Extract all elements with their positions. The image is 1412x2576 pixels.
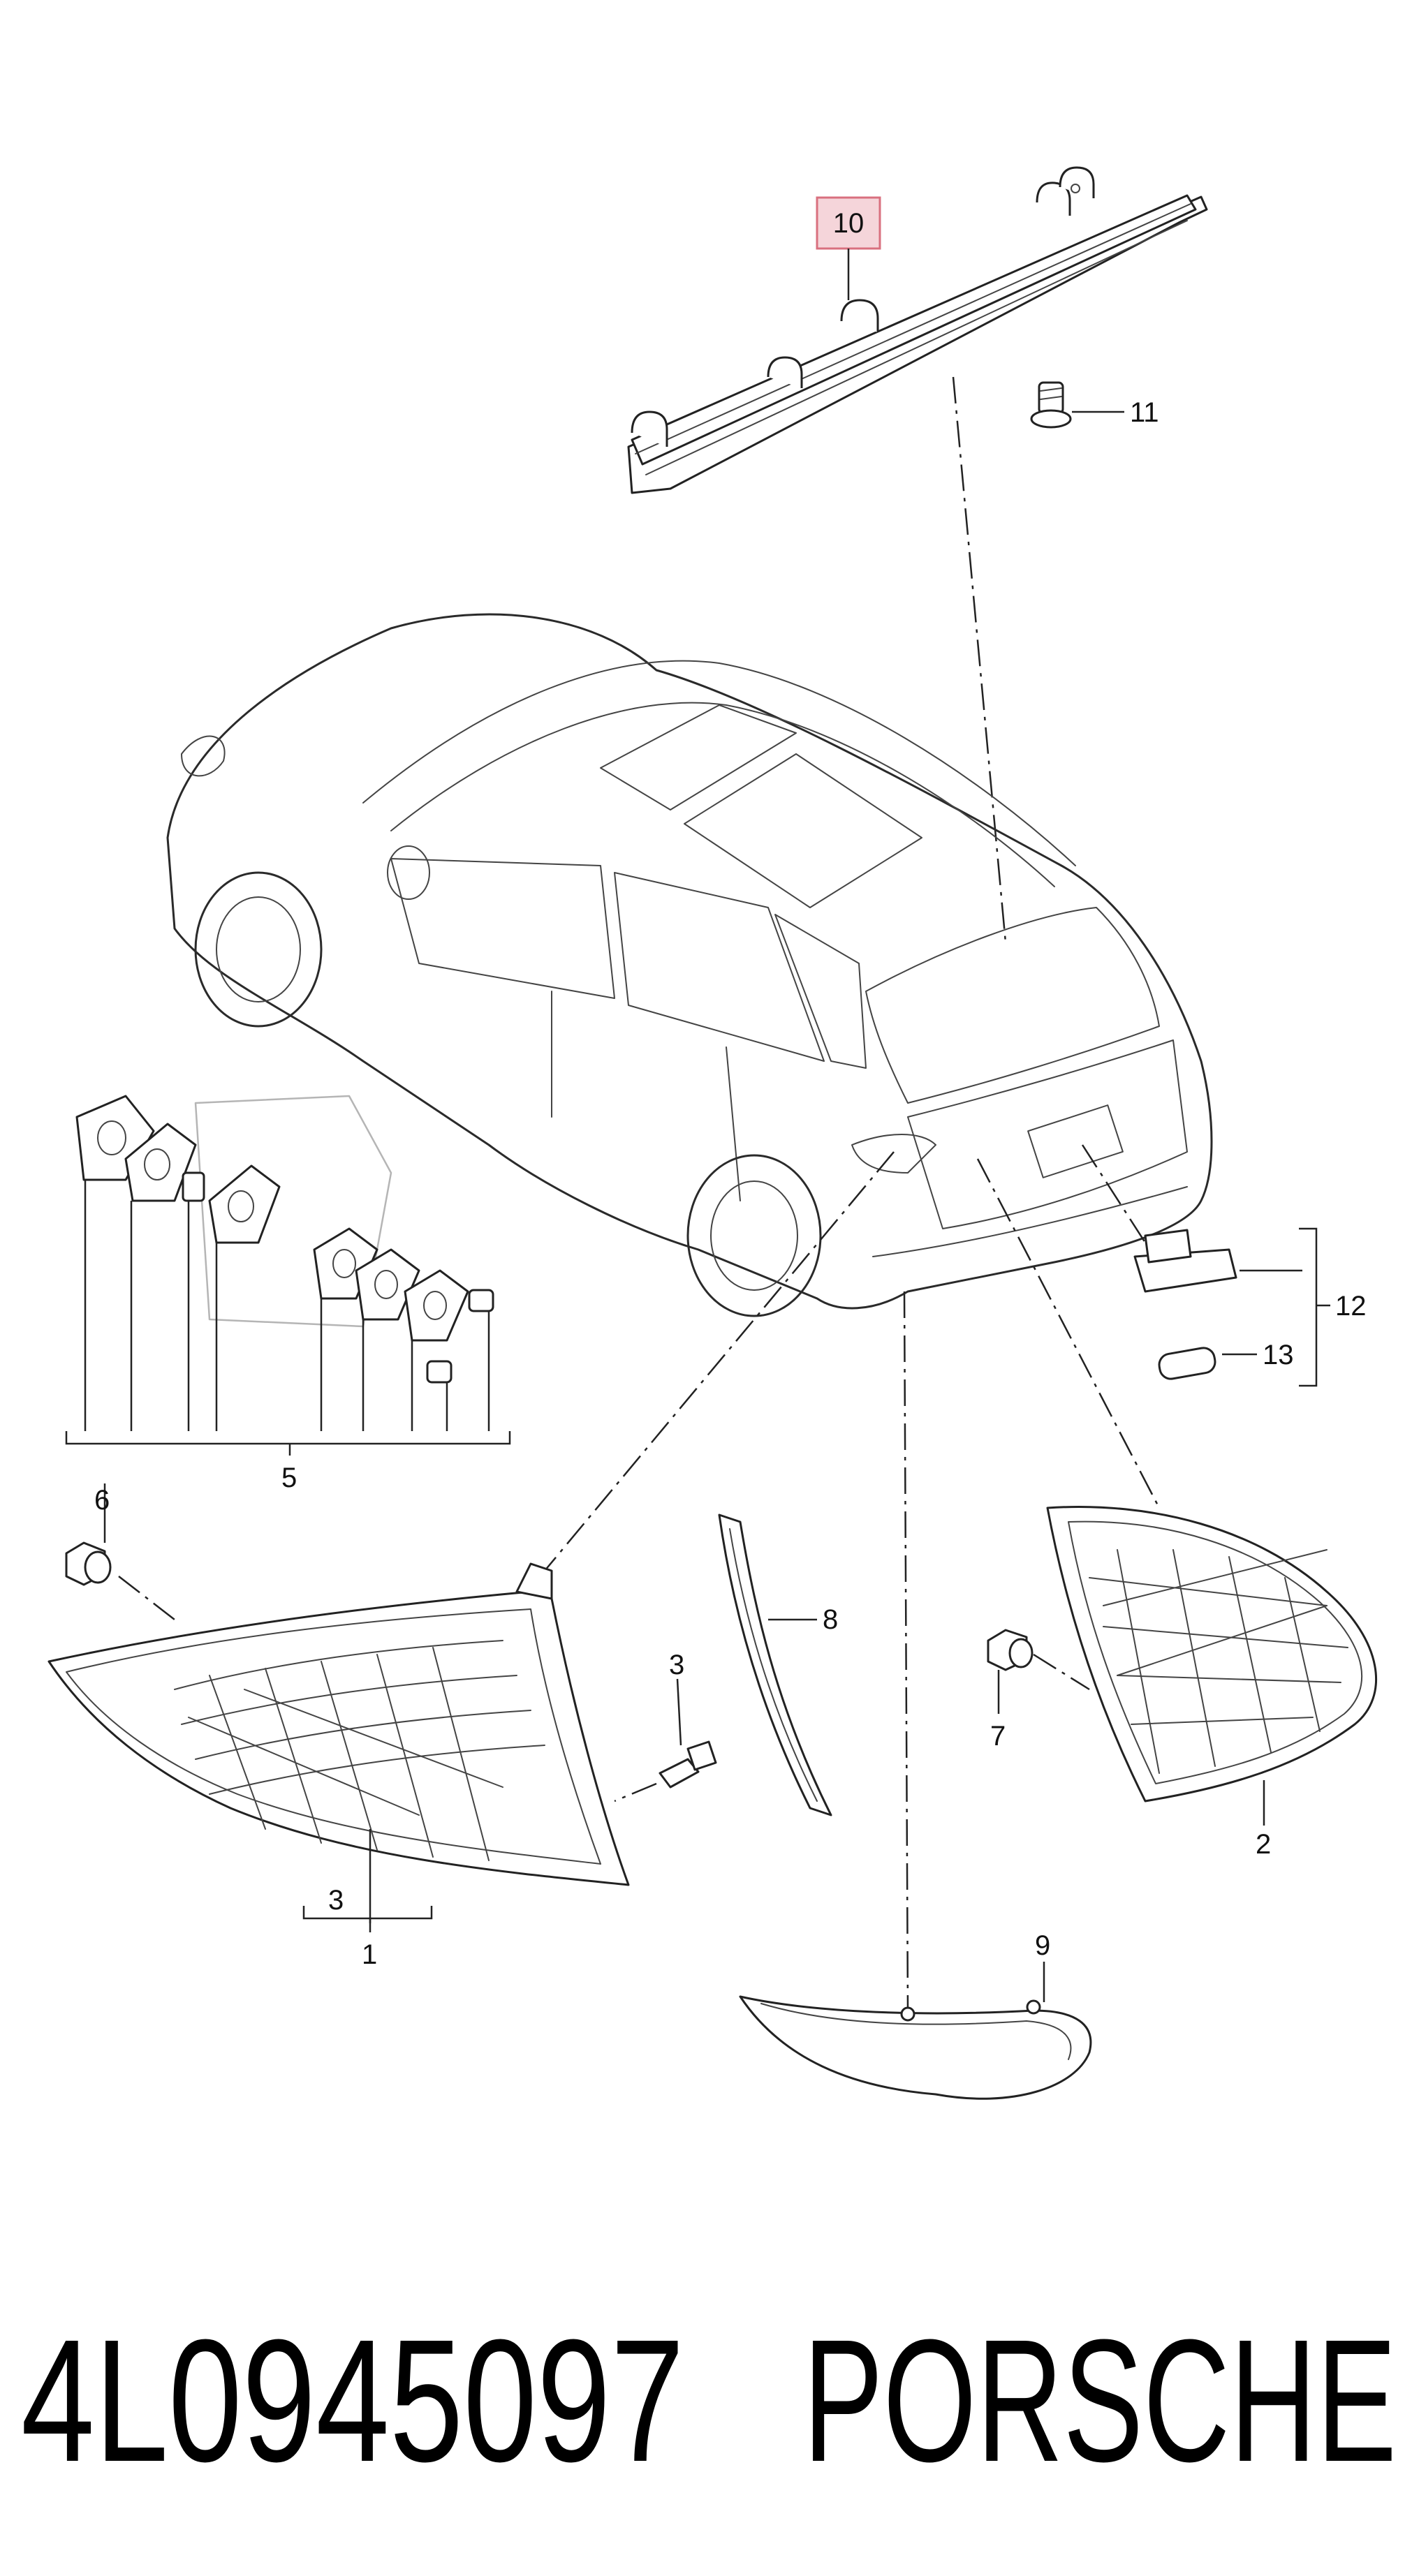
part-2-right-tail-light (1046, 1506, 1377, 1826)
vehicle-outline (166, 613, 1213, 1317)
part-10-third-brake-light (627, 166, 1208, 494)
callout-10: 10 (833, 208, 865, 239)
callout-1: 1 (362, 1939, 377, 1970)
callout-labels: 10 11 12 13 5 6 3 8 7 2 3 1 9 (94, 196, 1367, 1970)
callout-8: 8 (823, 1604, 838, 1635)
leader-10-to-car (952, 376, 1007, 943)
part-11-screw (1030, 381, 1124, 429)
part-3-bolt (614, 1678, 717, 1803)
part-number: 4L0945097 (21, 2303, 684, 2498)
part-9-reflector (739, 1962, 1092, 2100)
brand-name: PORSCHE (803, 2303, 1397, 2498)
part-7-nut (987, 1629, 1090, 1714)
part-6-nut (65, 1483, 175, 1620)
callout-9: 9 (1035, 1930, 1050, 1961)
callout-13: 13 (1263, 1340, 1294, 1370)
part-8-trim-strip (718, 1513, 832, 1816)
bracket-12-13 (1299, 1227, 1330, 1387)
callout-6: 6 (94, 1485, 110, 1516)
leader-car-to-part-2 (976, 1158, 1161, 1509)
callout-3a: 3 (669, 1650, 684, 1680)
leader-car-to-part-12 (1081, 1144, 1147, 1243)
callout-3b: 3 (328, 1885, 344, 1916)
part-13-bulb (1158, 1347, 1257, 1380)
callout-2: 2 (1256, 1829, 1271, 1860)
part-1-left-tail-light (47, 1562, 630, 1932)
leader-car-to-part-9 (903, 1291, 909, 2011)
part-12-bulb-holder (1133, 1229, 1302, 1293)
part-5-mounting-kit (65, 1095, 511, 1456)
callout-7: 7 (990, 1721, 1006, 1752)
leader-car-to-part-1 (544, 1151, 895, 1571)
callout-5: 5 (281, 1463, 297, 1493)
callout-12: 12 (1335, 1291, 1367, 1322)
callout-11: 11 (1130, 397, 1159, 428)
